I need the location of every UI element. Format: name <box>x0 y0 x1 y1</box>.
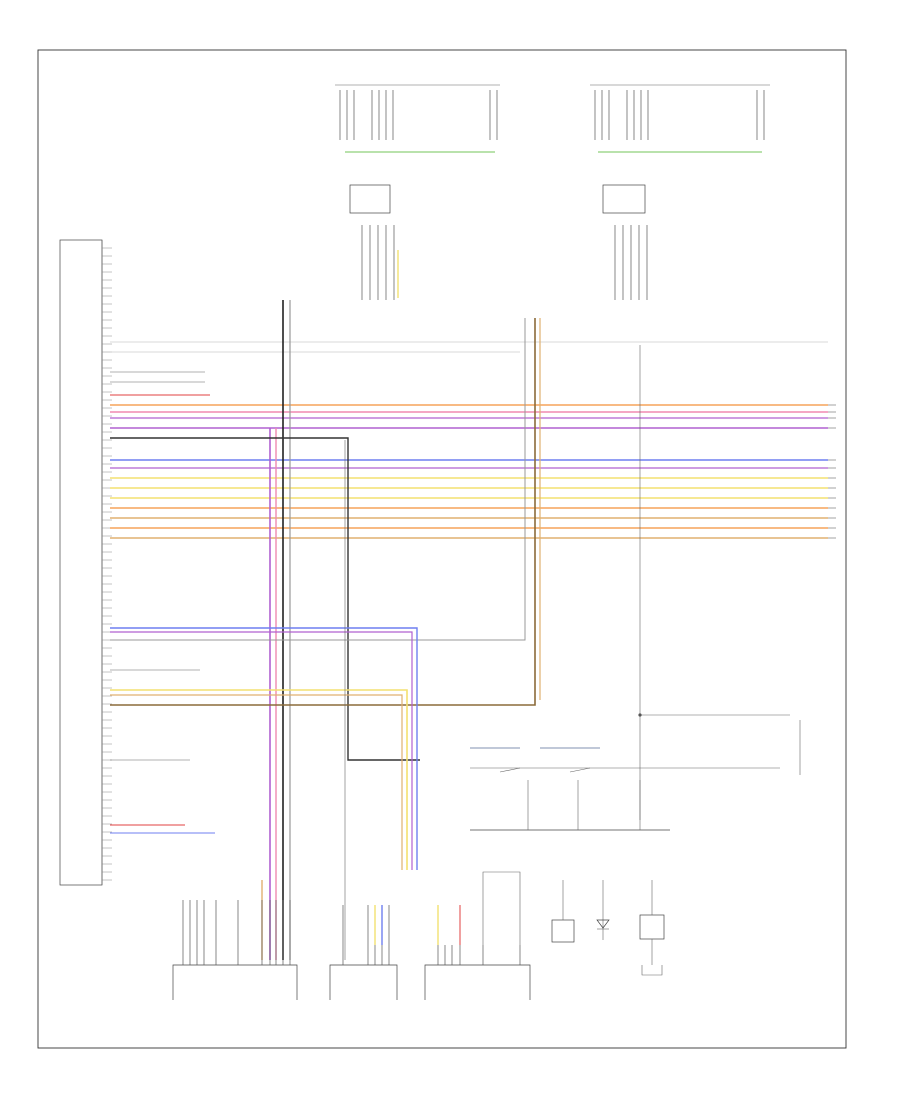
left-module-pins <box>102 247 112 881</box>
bottom-component-6-body <box>639 914 665 940</box>
wire-splice-dot <box>638 713 642 717</box>
wire-violet-route <box>110 631 413 870</box>
switch-contact-b <box>569 767 591 773</box>
left-control-module <box>59 239 112 886</box>
bottom-component-6 <box>639 880 665 976</box>
top-left-connector-stubs <box>339 90 498 300</box>
bottom-component-1 <box>172 900 298 1000</box>
wire-black-loop <box>110 437 420 761</box>
switch-contact-a <box>499 767 521 773</box>
bottom-component-3-pins <box>437 945 521 965</box>
diagram-frame <box>37 49 847 1049</box>
bottom-left-wires <box>110 759 215 834</box>
bottom-component-5 <box>596 880 610 940</box>
right-edge-connector-ticks <box>828 404 836 539</box>
switch-junction-area <box>470 720 801 831</box>
bottom-component-3-body <box>424 964 531 1000</box>
bottom-component-5-diode-icon <box>596 919 610 929</box>
bottom-component-4-body <box>551 919 575 943</box>
top-left-relay-box <box>349 184 391 214</box>
bottom-component-6-bracket <box>641 965 663 976</box>
vertical-harness-wires <box>110 300 790 960</box>
wire-blue-route <box>110 627 418 870</box>
bottom-components <box>172 871 665 1000</box>
left-module-body <box>59 239 103 886</box>
wire-brown-route <box>110 318 536 706</box>
top-right-connector-stubs <box>594 90 765 300</box>
top-right-component-group <box>590 84 770 300</box>
wire-tan-short-route <box>110 694 403 870</box>
bottom-component-2-body <box>329 964 398 1000</box>
bottom-component-1-body <box>172 964 298 1000</box>
bottom-component-1-pins <box>182 900 291 965</box>
top-left-component-group <box>335 84 500 300</box>
horizontal-wire-bus <box>110 341 828 671</box>
bottom-component-3-bracket <box>482 871 521 945</box>
wire-yellow-route <box>110 689 408 870</box>
top-right-relay-box <box>602 184 646 214</box>
wire-gray-route <box>110 318 526 641</box>
bottom-component-3 <box>424 871 531 1000</box>
bottom-component-4 <box>551 880 575 943</box>
bottom-component-2 <box>329 905 398 1000</box>
